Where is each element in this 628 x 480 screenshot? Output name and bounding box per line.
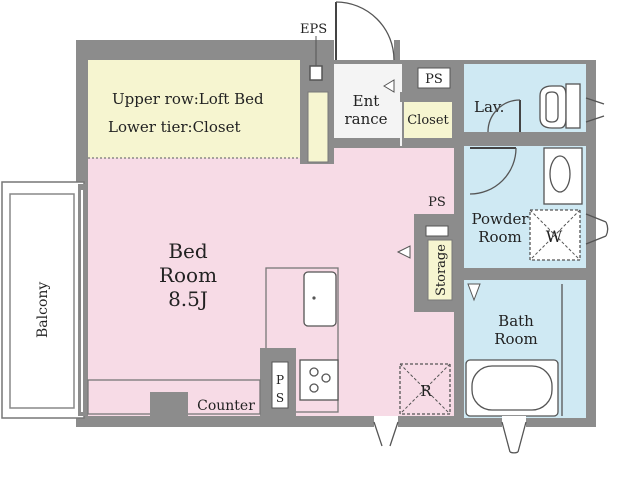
shoe-cabinet (307, 91, 329, 163)
lav-label: Lav. (474, 98, 504, 116)
washer-label: W (546, 227, 563, 246)
bath-room-label-2: Room (494, 330, 538, 348)
entrance-floor (334, 64, 402, 146)
powder-room-label-2: Room (478, 228, 522, 246)
storage-cabinet (427, 239, 453, 301)
refrigerator-label: R (420, 382, 432, 400)
entrance-label-1: Ent (353, 92, 380, 110)
ps-box-mid (425, 225, 449, 237)
storage-arrow (396, 245, 411, 259)
entrance-door[interactable] (334, 1, 395, 61)
toilet-icon (539, 83, 581, 129)
lav-door[interactable] (487, 99, 521, 133)
bedroom-label-1: Bed (168, 239, 208, 263)
powder-room-door[interactable] (469, 147, 517, 195)
wall-closet-bottom (402, 138, 454, 148)
wall-bed-bath (454, 136, 464, 418)
bath-arrow (467, 283, 481, 302)
closet-label: Closet (407, 113, 449, 128)
counter-label: Counter (197, 398, 255, 414)
loft-label-2: Lower tier:Closet (108, 118, 240, 136)
bedroom-size: 8.5J (168, 287, 208, 311)
balcony (1, 181, 86, 419)
wall-entrance-bed (334, 138, 400, 146)
powder-window (585, 213, 609, 245)
bottom-window-right (501, 416, 527, 454)
closet-floor (404, 102, 452, 138)
top-right-notch (400, 40, 596, 60)
sink-icon (303, 271, 337, 327)
entrance-arrow (383, 79, 395, 93)
kitchen-ps-label-2: S (276, 391, 284, 405)
ps-box-top (417, 67, 451, 89)
counter-column (150, 392, 188, 420)
ps-mid-label: PS (428, 195, 446, 210)
wall-closet-top (400, 92, 456, 102)
bedroom-label-2: Room (159, 263, 217, 287)
loft-floor (88, 60, 300, 158)
washer-pan-icon (529, 209, 581, 261)
refrigerator-icon (399, 363, 451, 415)
loft-label-1: Upper row:Loft Bed (112, 90, 264, 108)
wall-powder-bath (464, 268, 586, 280)
storage-label: Storage (434, 244, 449, 296)
balcony-label: Balcony (35, 282, 51, 338)
eps-label: EPS (300, 22, 327, 37)
wall-lav-powder (464, 132, 586, 146)
stove-icon (299, 359, 339, 401)
eps-box (309, 65, 323, 81)
lav-window (585, 97, 605, 123)
washbasin-icon (543, 147, 583, 205)
entrance-label-2: rance (344, 110, 387, 128)
bottom-window-left (373, 416, 399, 447)
powder-room-label-1: Powder (471, 210, 529, 228)
bathtub-icon (465, 359, 559, 417)
kitchen-ps-box (271, 361, 289, 409)
wall-entrance-lav (452, 60, 464, 140)
bath-room-label-1: Bath (498, 312, 534, 330)
kitchen-ps-label-1: P (276, 373, 284, 387)
ps-top-label: PS (425, 72, 443, 87)
